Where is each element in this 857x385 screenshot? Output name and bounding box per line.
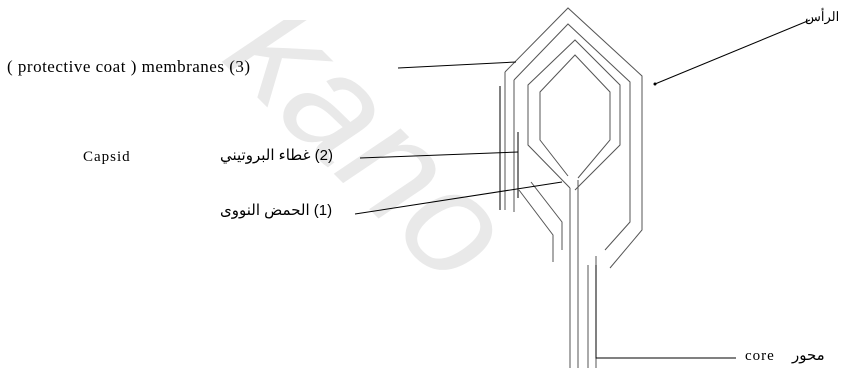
head-leader-dot bbox=[653, 82, 657, 86]
head-leader bbox=[654, 19, 811, 85]
lower-envelope-left-2 bbox=[530, 181, 563, 250]
protein-coat-label: (2) غطاء البروتيني bbox=[220, 147, 333, 164]
capsid-label: Capsid bbox=[83, 149, 131, 165]
nucleic-acid-leader bbox=[354, 181, 563, 215]
protein-coat-leader bbox=[359, 151, 519, 159]
leader-lines bbox=[354, 19, 811, 359]
membranes-leader bbox=[397, 61, 517, 69]
head-label: الرأس bbox=[805, 9, 840, 24]
core-leader bbox=[595, 265, 736, 359]
virus-diagram: kano الرأس ( protect bbox=[7, 0, 840, 368]
core-arabic-label: محور bbox=[792, 347, 825, 364]
capsid-inner-line bbox=[539, 54, 611, 179]
envelope-inner-line bbox=[513, 23, 631, 251]
membranes-label: ( protective coat ) membranes (3) bbox=[7, 57, 251, 76]
virus-outline bbox=[504, 7, 643, 368]
capsid-outer-line bbox=[527, 39, 621, 191]
nucleic-acid-label: (1) الحمض النووى bbox=[220, 202, 333, 219]
core-label: core bbox=[745, 348, 775, 364]
lower-envelope-left bbox=[518, 189, 554, 262]
outer-envelope-line bbox=[504, 7, 643, 269]
